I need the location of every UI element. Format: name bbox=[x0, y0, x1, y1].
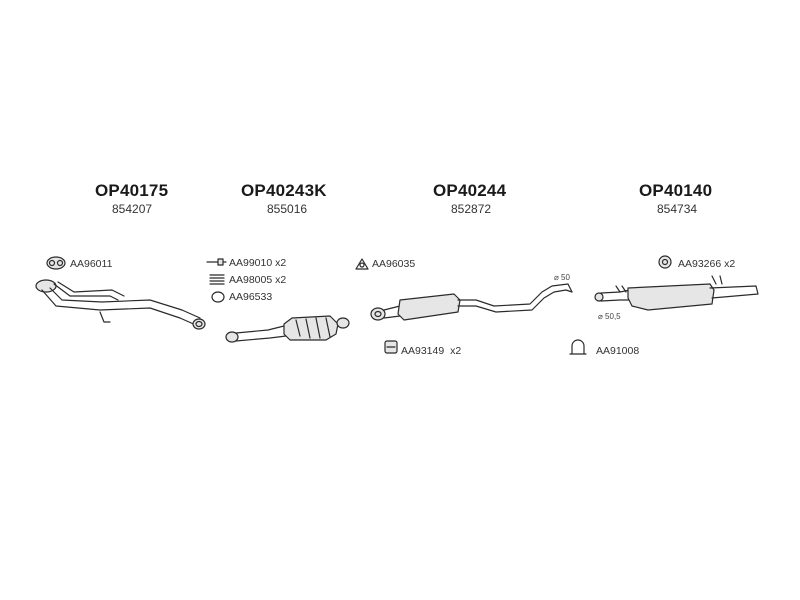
part-label-aa93149: AA93149 x2 bbox=[401, 345, 462, 357]
part-code-op40140: OP40140 bbox=[639, 181, 713, 200]
part-code-op40243k: OP40243K bbox=[241, 181, 327, 200]
part-label-aa96533: AA96533 bbox=[229, 291, 273, 303]
rear-silencer-drawing bbox=[594, 275, 759, 311]
bolt-icon bbox=[206, 258, 227, 266]
part-label-aa96011: AA96011 bbox=[70, 258, 113, 270]
gasket-icon bbox=[46, 256, 66, 270]
ring-icon bbox=[211, 291, 225, 303]
front-pipe-drawing bbox=[35, 279, 206, 330]
part-ref-854207: 854207 bbox=[112, 202, 153, 216]
hanger-icon bbox=[658, 255, 672, 269]
intermediate-silencer-drawing bbox=[370, 283, 573, 321]
part-label-aa98005: AA98005 x2 bbox=[229, 274, 287, 286]
part-label-aa99010: AA99010 x2 bbox=[229, 257, 287, 269]
part-label-aa91008: AA91008 bbox=[596, 345, 640, 357]
diameter-label-50-5: ⌀ 50,5 bbox=[598, 312, 621, 321]
spring-icon bbox=[209, 274, 225, 285]
part-ref-852872: 852872 bbox=[451, 202, 492, 216]
part-label-aa96035: AA96035 bbox=[372, 258, 416, 270]
diameter-label-50: ⌀ 50 bbox=[554, 273, 570, 282]
u-clamp-icon bbox=[569, 339, 587, 355]
part-code-op40175: OP40175 bbox=[95, 181, 169, 200]
part-ref-854734: 854734 bbox=[657, 202, 698, 216]
clamp-icon bbox=[384, 340, 398, 354]
part-code-op40244: OP40244 bbox=[433, 181, 507, 200]
triangle-gasket-icon bbox=[355, 258, 369, 270]
catalytic-converter-drawing bbox=[225, 315, 350, 343]
part-label-aa93266: AA93266 x2 bbox=[678, 258, 736, 270]
part-ref-855016: 855016 bbox=[267, 202, 308, 216]
